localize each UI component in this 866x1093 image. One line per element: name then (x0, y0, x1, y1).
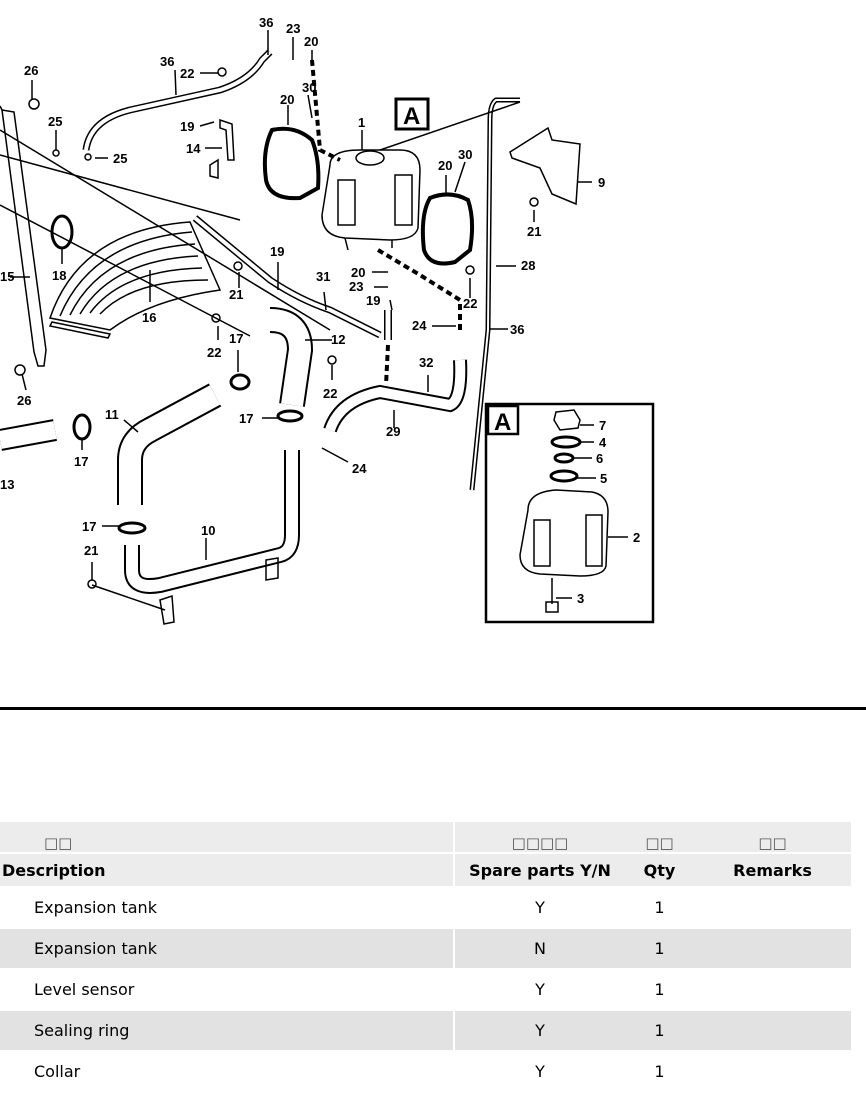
header-row-en: Description Spare parts Y/N Qty Remarks (0, 854, 851, 886)
callout-35: 36 (259, 15, 273, 30)
row-spare: Y (453, 1052, 625, 1091)
callout-7: 7 (599, 418, 606, 433)
row-remarks (694, 929, 851, 968)
callout-24: 23 (286, 21, 300, 36)
header-cn-remarks: □□ (694, 822, 851, 852)
header-cn-qty: □□ (625, 822, 694, 852)
row-spare: Y (453, 1011, 625, 1050)
row-qty: 1 (625, 1011, 694, 1050)
callout-29: 28 (521, 258, 535, 273)
callout-36: 36 (160, 54, 174, 69)
parts-table: □□ □□□□ □□ □□ Description Spare parts Y/… (0, 820, 851, 1093)
table-row: Expansion tank Y 1 (0, 888, 851, 927)
callout-32: 31 (316, 269, 330, 284)
callout-6: 6 (596, 451, 603, 466)
callout-31: 30 (302, 80, 316, 95)
row-remarks (694, 1052, 851, 1091)
callout-15: 15 (0, 269, 14, 284)
row-description: Expansion tank (0, 929, 453, 968)
callout-23d: 22 (323, 386, 337, 401)
table-row: Level sensor Y 1 (0, 970, 851, 1009)
callout-22b: 21 (229, 287, 243, 302)
callout-28: 26 (24, 63, 38, 78)
callout-24b: 23 (349, 279, 363, 294)
section-divider (0, 707, 866, 710)
callout-33: 32 (419, 355, 433, 370)
callout-22c: 21 (84, 543, 98, 558)
header-spare-parts: Spare parts Y/N (453, 854, 625, 886)
callout-17: 17 (229, 331, 243, 346)
header-cn-spare: □□□□ (453, 822, 625, 852)
callout-3: 3 (577, 591, 584, 606)
header-cn-description: □□ (0, 822, 453, 852)
header-description: Description (0, 854, 453, 886)
row-spare: Y (453, 970, 625, 1009)
callout-25: 24 (412, 318, 427, 333)
table-row: Sealing ring Y 1 (0, 1011, 851, 1050)
callout-28b: 26 (17, 393, 31, 408)
callout-21: 20 (280, 92, 294, 107)
callout-20: 20 (304, 34, 318, 49)
row-description: Expansion tank (34, 898, 157, 917)
row-description: Sealing ring (0, 1011, 453, 1050)
row-description: Collar (34, 1062, 81, 1081)
callout-14: 14 (186, 141, 201, 156)
callout-30: 29 (386, 424, 400, 439)
callout-23b: 22 (463, 296, 477, 311)
callout-1: 1 (358, 115, 365, 130)
callout-10: 10 (201, 523, 215, 538)
fan-shroud (48, 221, 222, 339)
row-remarks (694, 888, 851, 927)
callout-2: 2 (633, 530, 640, 545)
table-row: Collar Y 1 (0, 1052, 851, 1091)
row-remarks (694, 970, 851, 1009)
callout-18: 18 (52, 268, 66, 283)
callout-34: 36 (510, 322, 524, 337)
callout-23c: 22 (207, 345, 221, 360)
support-bracket (1, 109, 47, 367)
callout-23: 22 (180, 66, 194, 81)
callout-26b: 25 (113, 151, 127, 166)
row-spare: N (453, 929, 625, 968)
callout-12: 12 (331, 332, 345, 347)
header-qty: Qty (625, 854, 694, 886)
row-qty: 1 (654, 980, 665, 999)
header-row-cn: □□ □□□□ □□ □□ (0, 822, 851, 852)
callout-11: 11 (105, 407, 119, 422)
callout-13: 13 (0, 477, 14, 492)
callout-19: 19 (180, 119, 194, 134)
callout-20b: 20 (351, 265, 365, 280)
callout-19b: 19 (270, 244, 284, 259)
table-row: Expansion tank N 1 (0, 929, 851, 968)
callout-5: 5 (600, 471, 607, 486)
callout-31b: 30 (458, 147, 472, 162)
row-qty: 1 (654, 898, 665, 917)
callout-25b: 24 (352, 461, 367, 476)
expansion-tank (321, 149, 421, 251)
callout-17d: 17 (82, 519, 96, 534)
callout-9: 9 (598, 175, 605, 190)
row-qty: 1 (625, 929, 694, 968)
row-remarks (694, 1011, 851, 1050)
callout-17c: 17 (74, 454, 88, 469)
callout-26: 25 (48, 114, 62, 129)
detail-box-label-a: A (494, 409, 511, 436)
callout-19c: 19 (366, 293, 380, 308)
header-remarks: Remarks (694, 854, 851, 886)
row-qty: 1 (654, 1062, 665, 1081)
parts-diagram: 36 23 20 26 36 22 30 20 25 19 1 25 14 30… (0, 15, 655, 625)
callout-4: 4 (599, 435, 607, 450)
row-spare: Y (453, 888, 625, 927)
callout-17b: 17 (239, 411, 253, 426)
callout-21b: 20 (438, 158, 452, 173)
detail-marker-a: A (403, 103, 420, 130)
callout-22: 21 (527, 224, 541, 239)
callout-16: 16 (142, 310, 156, 325)
row-description: Level sensor (34, 980, 135, 999)
